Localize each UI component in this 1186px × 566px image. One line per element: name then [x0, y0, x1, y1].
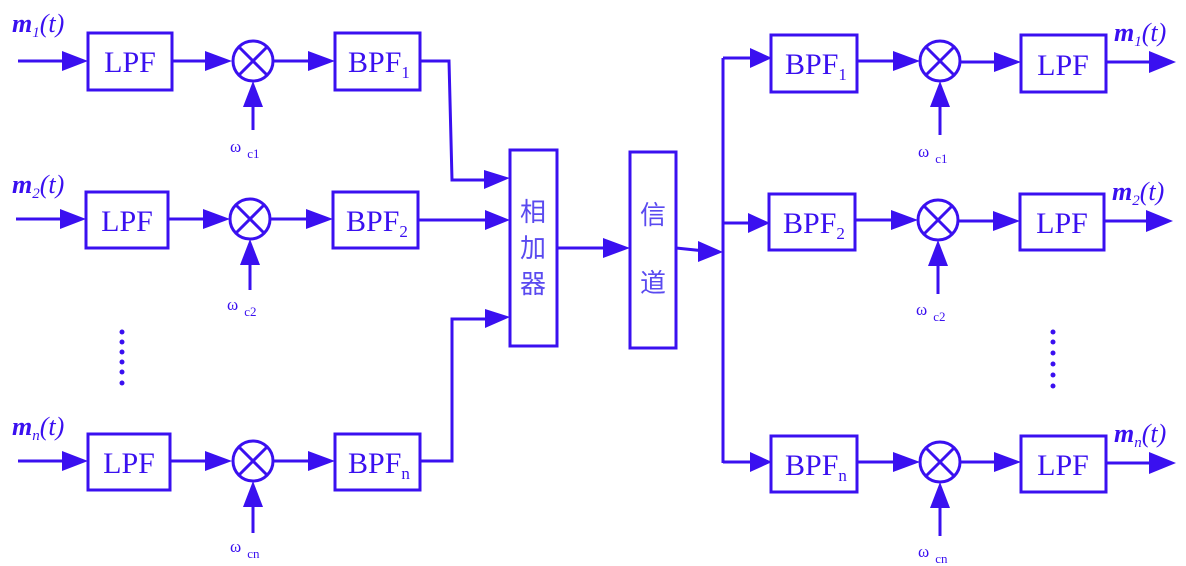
tx1-bpf-label: BPF1: [348, 46, 410, 82]
txn-mixer-icon: [231, 439, 275, 483]
rx1-mixer-in-arrow: [893, 51, 920, 71]
rxn-output-label: mn(t): [1114, 419, 1166, 451]
adder-label-3: 器: [520, 270, 546, 300]
tx2-carrier-arrow: [240, 239, 260, 265]
rx1-lpf-in-arrow: [994, 52, 1021, 72]
rx-ellipsis-dots: [1050, 329, 1056, 389]
channel-label-2: 道: [640, 269, 666, 299]
adder-block: 相 加 器: [508, 148, 559, 348]
txn-input-arrow: [62, 451, 88, 471]
rxn-bpf-label: BPFn: [785, 449, 847, 485]
txn-carrier-arrow: [243, 481, 263, 507]
rx1-lpf-label: LPF: [1037, 49, 1089, 82]
tx1-mixer-icon: [231, 39, 275, 83]
tx2-mixer-in-arrow: [203, 209, 230, 229]
tx2-lpf-box: [84, 190, 170, 250]
rxn-output-arrow: [1149, 452, 1176, 474]
tx1-mixer-in-arrow: [205, 51, 232, 71]
tx1-adder-arrow: [484, 170, 510, 189]
rx1-carrier-arrow: [930, 81, 950, 107]
rx2-lpf-box: [1018, 192, 1106, 252]
tx2-input-arrow: [60, 209, 86, 229]
rx1-bpf-label: BPF1: [785, 48, 847, 84]
adder-label-1: 相: [520, 198, 546, 228]
adder-label-2: 加: [520, 234, 546, 264]
rx2-mixer-in-arrow: [891, 210, 918, 230]
adder-to-channel-arrow: [603, 238, 630, 258]
rx2-lpf-in-arrow: [993, 211, 1020, 231]
adder-box: [508, 148, 559, 348]
rxn-lpf-in-arrow: [994, 452, 1021, 472]
tx1-carrier-arrow: [243, 81, 263, 107]
tx2-adder-arrow: [485, 210, 510, 230]
rxn-lpf-box: [1019, 434, 1108, 494]
rxn-mixer-in-arrow: [893, 452, 920, 472]
rx2-output-arrow: [1146, 210, 1173, 232]
txn-input-label: mn(t): [12, 412, 64, 444]
rx1-lpf-box: [1019, 33, 1108, 94]
tx-ellipsis-dots: [119, 329, 125, 386]
tx1-lpf-label: LPF: [104, 46, 156, 79]
txn-to-adder-line: [420, 317, 495, 463]
txn-bpf-label: BPFn: [348, 447, 410, 483]
rx2-output-label: m2(t): [1112, 177, 1164, 209]
txn-bpf-in-arrow: [308, 451, 335, 471]
rxn-bpf-in-arrow: [750, 452, 772, 472]
tx2-input-label: m2(t): [12, 170, 64, 202]
rx1-output-arrow: [1149, 51, 1176, 73]
rxn-carrier-arrow: [930, 482, 950, 508]
tx2-bpf-in-arrow: [306, 209, 333, 229]
rx2-lpf-label: LPF: [1036, 207, 1088, 240]
txn-mixer-in-arrow: [205, 451, 232, 471]
channel-box: [628, 150, 678, 350]
tx2-mixer-icon: [228, 197, 272, 241]
rx1-output-label: m1(t): [1114, 18, 1166, 50]
txn-adder-arrow: [485, 309, 510, 328]
tx1-to-adder-line: [420, 59, 495, 182]
channel-block: 信 道: [628, 150, 678, 350]
tx2-lpf-label: LPF: [101, 205, 153, 238]
rxn-mixer-icon: [918, 440, 962, 484]
tx2-bpf-label: BPF2: [346, 205, 408, 241]
tx2-bpf-box: [331, 190, 420, 250]
rx2-mixer-icon: [916, 198, 960, 242]
txn-lpf-label: LPF: [103, 447, 155, 480]
rx1-mixer-icon: [918, 39, 962, 83]
tx1-bpf-in-arrow: [308, 51, 335, 71]
rx2-bpf-label: BPF2: [783, 207, 845, 243]
channel-label-1: 信: [640, 201, 666, 231]
txn-lpf-box: [86, 432, 172, 492]
rx2-carrier-arrow: [928, 240, 948, 266]
channel-out-arrow: [698, 241, 723, 262]
tx1-bpf-box: [333, 31, 422, 92]
rxn-bpf-box: [769, 434, 859, 494]
rx2-bpf-in-arrow: [748, 213, 770, 233]
rx2-bpf-box: [767, 192, 857, 252]
txn-bpf-box: [333, 432, 422, 492]
tx1-input-label: m1(t): [12, 9, 64, 41]
rx1-bpf-in-arrow: [750, 48, 772, 68]
rx1-bpf-box: [769, 33, 859, 94]
tx1-input-arrow: [62, 51, 88, 71]
rxn-lpf-label: LPF: [1037, 449, 1089, 482]
